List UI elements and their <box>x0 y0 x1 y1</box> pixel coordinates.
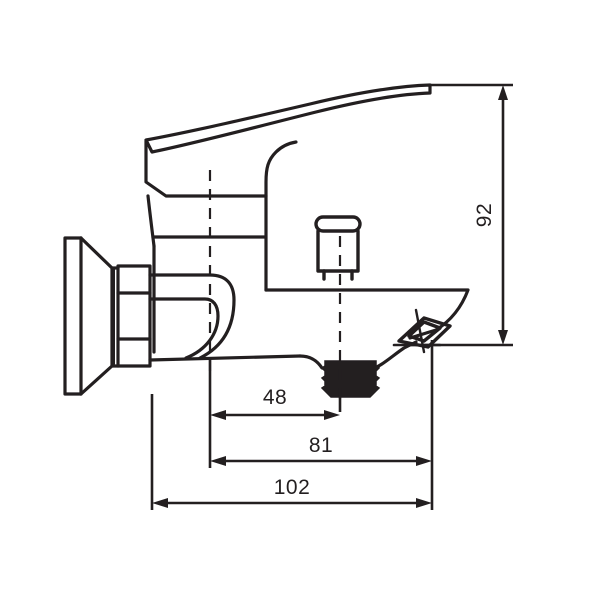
dimension-depth-48: 48 <box>208 358 342 420</box>
wall-flange-cone <box>79 236 114 396</box>
dim-92-arrow-top <box>498 85 508 100</box>
dim-48-arrow-right <box>324 410 340 420</box>
inlet-elbow-base <box>148 354 302 362</box>
inlet-elbow-outer <box>148 273 236 360</box>
part-aerator <box>320 360 381 398</box>
lever-handle-outline <box>144 83 432 154</box>
part-hex-nut <box>113 264 152 368</box>
dimension-depth-81: 81 <box>208 340 434 468</box>
wall-flange-plate <box>63 236 83 396</box>
dim-102-label: 102 <box>274 476 311 499</box>
part-lever-handle <box>144 83 432 154</box>
dim-102-arrow-right <box>416 498 432 508</box>
dim-48-arrow-left <box>210 410 226 420</box>
part-centerline <box>208 170 342 400</box>
part-inlet-elbow <box>148 273 302 362</box>
dim-81-arrow-right <box>416 456 432 466</box>
aerator-body <box>320 360 381 398</box>
mixer-body-upper-outline <box>144 139 298 198</box>
part-diverter-knob <box>314 215 362 281</box>
dim-92-arrow-bottom <box>498 330 508 345</box>
diverter-knob-cap <box>314 215 362 233</box>
diverter-knob-barrel <box>316 229 360 273</box>
dimension-height-92: 92 <box>404 83 513 347</box>
dim-48-label: 48 <box>263 386 287 409</box>
dim-81-label: 81 <box>309 434 333 457</box>
mixer-body-left-taper <box>146 194 156 248</box>
dim-81-arrow-left <box>210 456 226 466</box>
dim-102-arrow-left <box>152 498 168 508</box>
inlet-elbow-inner <box>148 297 220 360</box>
dim-92-label: 92 <box>473 203 496 227</box>
dimension-depth-102: 102 <box>150 394 434 510</box>
hex-nut-body <box>116 264 152 368</box>
